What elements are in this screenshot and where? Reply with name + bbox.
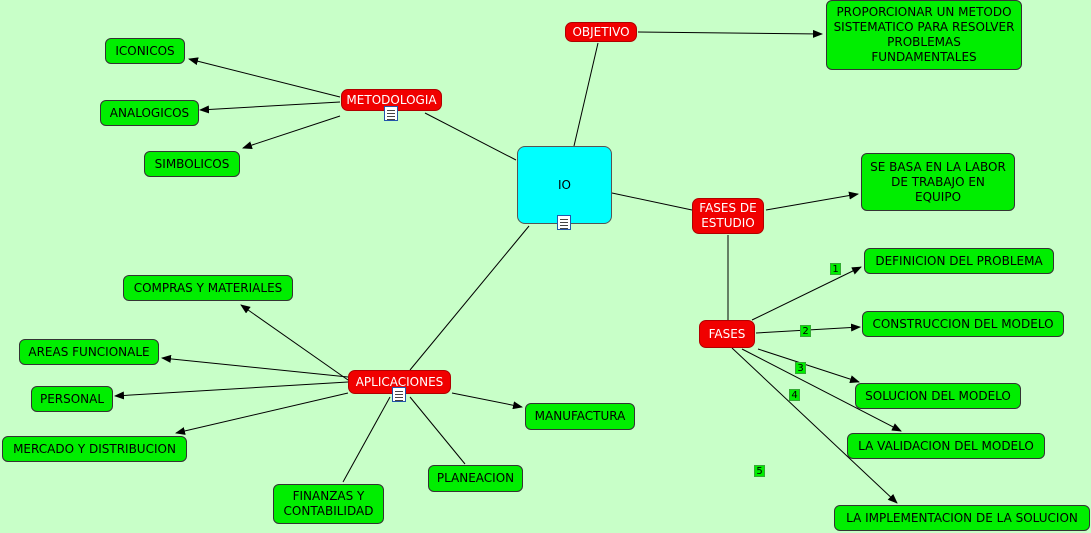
phase-number-1: 1	[830, 263, 841, 275]
root-node-label: IO	[558, 177, 571, 192]
document-icon[interactable]	[392, 387, 406, 402]
concept-construccion-modelo[interactable]: CONSTRUCCION DEL MODELO	[862, 311, 1064, 337]
concept-analogicos[interactable]: ANALOGICOS	[100, 100, 199, 126]
concept-solucion-modelo[interactable]: SOLUCION DEL MODELO	[855, 383, 1021, 409]
phase-number-3: 3	[795, 362, 806, 374]
concept-personal[interactable]: PERSONAL	[31, 386, 113, 412]
phase-number-4: 4	[789, 389, 800, 401]
concept-metodo-sistematico[interactable]: PROPORCIONAR UN METODO SISTEMATICO PARA …	[826, 0, 1022, 70]
concept-iconicos[interactable]: ICONICOS	[105, 38, 185, 64]
concept-finanzas-contabilidad[interactable]: FINANZAS Y CONTABILIDAD	[273, 484, 384, 524]
concept-implementacion-solucion[interactable]: LA IMPLEMENTACION DE LA SOLUCION	[834, 505, 1090, 531]
root-node-io[interactable]: IO	[517, 146, 612, 224]
concept-validacion-modelo[interactable]: LA VALIDACION DEL MODELO	[847, 433, 1045, 459]
concept-manufactura[interactable]: MANUFACTURA	[525, 403, 635, 430]
concept-areas-funcionales[interactable]: AREAS FUNCIONALE	[19, 339, 159, 365]
document-icon[interactable]	[557, 215, 571, 230]
phase-number-2: 2	[800, 325, 811, 337]
concept-planeacion[interactable]: PLANEACION	[428, 465, 523, 492]
link-objetivo[interactable]: OBJETIVO	[565, 22, 637, 42]
concept-definicion-problema[interactable]: DEFINICION DEL PROBLEMA	[864, 248, 1054, 274]
concept-mercado-distribucion[interactable]: MERCADO Y DISTRIBUCION	[2, 436, 187, 462]
document-icon[interactable]	[384, 106, 398, 121]
concept-trabajo-en-equipo[interactable]: SE BASA EN LA LABOR DE TRABAJO EN EQUIPO	[861, 153, 1015, 211]
link-fases-de-estudio[interactable]: FASES DE ESTUDIO	[692, 198, 764, 234]
concept-compras-materiales[interactable]: COMPRAS Y MATERIALES	[123, 275, 293, 301]
concept-simbolicos[interactable]: SIMBOLICOS	[144, 151, 240, 177]
link-fases[interactable]: FASES	[699, 320, 755, 348]
phase-number-5: 5	[754, 465, 765, 477]
